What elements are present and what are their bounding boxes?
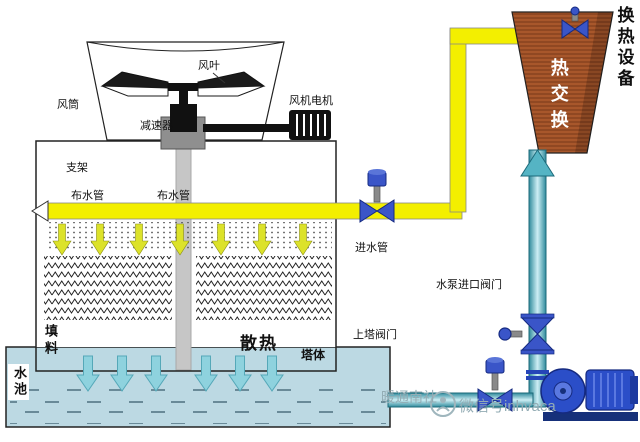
- spray-region: [46, 222, 332, 250]
- heat-exchange-label: 热交换: [548, 58, 569, 136]
- pool-label: 水池: [8, 364, 29, 400]
- fill-zigzag-right: [196, 256, 332, 320]
- duct-label: 风筒: [57, 99, 79, 111]
- dist-pipe-label-2: 布水管: [157, 190, 190, 202]
- pump-inlet-valve-label: 水泵进口阀门: [436, 279, 502, 291]
- tower-body-label: 塔体: [301, 348, 326, 362]
- heat-dissipation-label: 散热: [240, 334, 278, 353]
- heat-exchange-equipment-label: 换热设备: [614, 6, 634, 90]
- pump-hub: [560, 388, 566, 394]
- pump-inlet-valve: [498, 313, 555, 355]
- housing-rim: [86, 41, 285, 52]
- fan-blade-right-bottom: [197, 85, 265, 97]
- cold-water-downcomer: [528, 149, 547, 408]
- pump-motor-cap: [630, 376, 638, 404]
- motor-link-shaft: [203, 124, 291, 132]
- fan-blade-left-bottom: [101, 85, 169, 97]
- fill-zigzag-left: [44, 256, 172, 320]
- pump-motor-fins: [593, 373, 623, 407]
- fan-hub: [168, 83, 198, 91]
- support-column: [175, 147, 192, 371]
- pump-base: [543, 412, 638, 421]
- reducer-label: 减速器: [140, 120, 173, 132]
- inlet-valve: [359, 169, 395, 223]
- support-label: 支架: [66, 162, 88, 174]
- watermark-logo-icon: [430, 391, 456, 417]
- suction-valve: [477, 357, 513, 412]
- gearbox: [170, 104, 197, 132]
- flow-up-arrow: [520, 149, 555, 177]
- fill-label: 填料: [42, 324, 58, 358]
- pump-discharge-flange-2: [526, 376, 549, 380]
- fan-blade-label: 风叶: [198, 60, 220, 72]
- pool-dashes: [10, 388, 386, 424]
- pool-suction-pipe: [387, 392, 534, 408]
- water-pump: [526, 368, 638, 421]
- fan-shaft: [179, 88, 188, 110]
- water-distribution-pipe: [47, 202, 463, 220]
- dist-pipe-label-1: 布水管: [71, 190, 104, 202]
- heat-exchanger-shade: [575, 12, 613, 153]
- pipe-outlet-arrow: [31, 200, 49, 222]
- watermark-text-2: 微信号inhvaca: [459, 398, 556, 415]
- watermark-text-1: 暖通南社: [381, 389, 437, 405]
- pump-discharge-flange-1: [526, 370, 549, 374]
- to-tower-valve-label: 上塔阀门: [353, 329, 397, 341]
- heat-exchanger-texture: [512, 12, 613, 153]
- inlet-pipe-label: 进水管: [355, 242, 388, 254]
- fan-blade-leader-line: [212, 72, 226, 84]
- exchanger-inlet-valve: [561, 6, 589, 39]
- fan-motor-label: 风机电机: [289, 95, 333, 107]
- fan-motor-fins: [296, 114, 326, 136]
- hot-water-riser: [449, 29, 467, 213]
